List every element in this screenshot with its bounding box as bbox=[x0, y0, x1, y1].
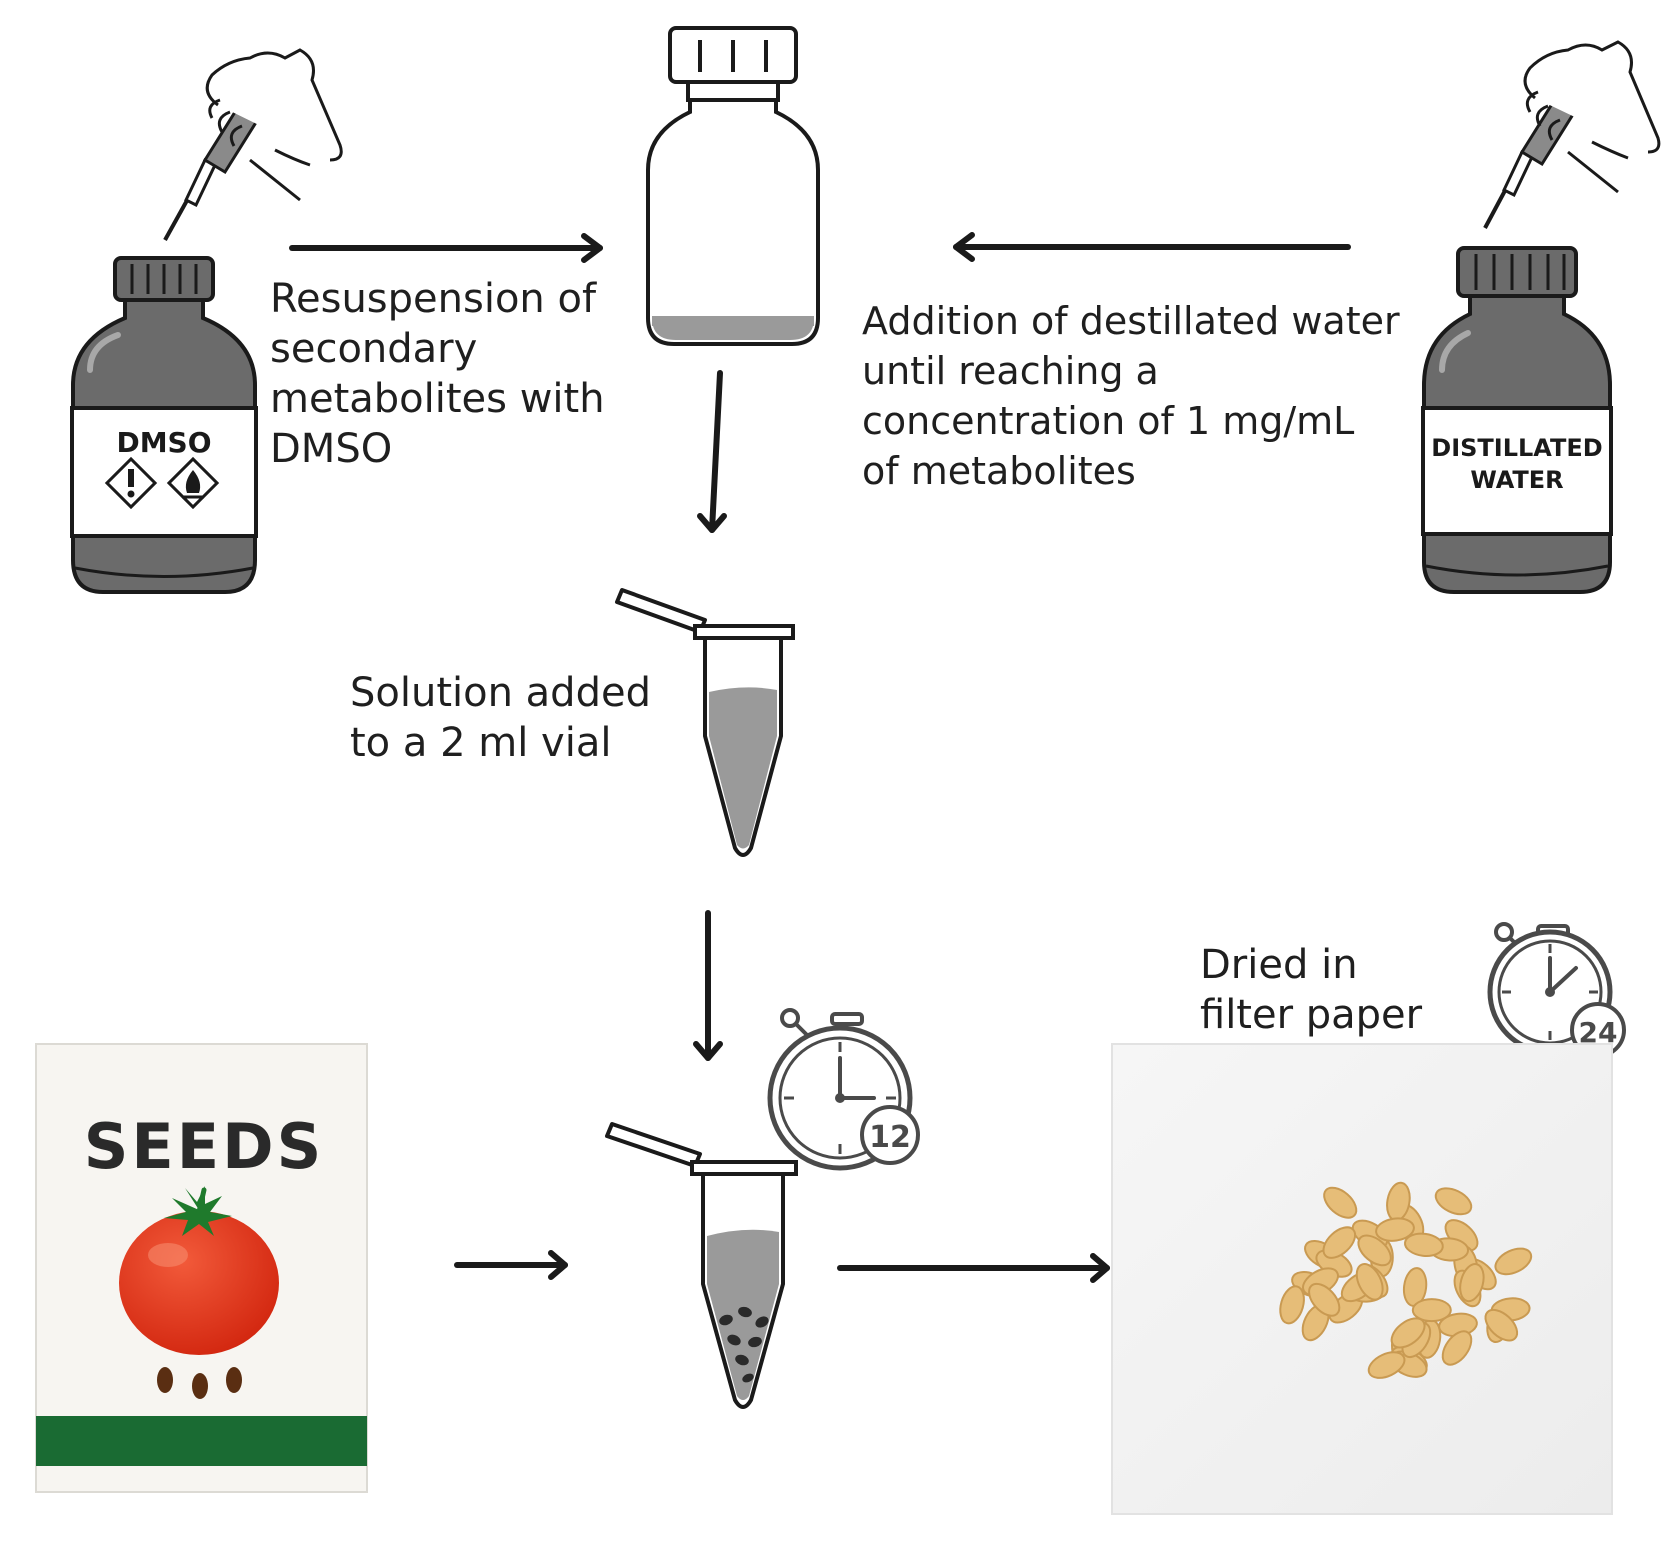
arrow-seeds-to-soak bbox=[454, 1250, 568, 1280]
hazard-exclamation-icon bbox=[104, 456, 158, 510]
dried-seed bbox=[1441, 1330, 1473, 1366]
dried-seed bbox=[1308, 1282, 1341, 1317]
arrow-bottle-to-vial bbox=[697, 370, 727, 533]
arrow-soak-to-paper bbox=[837, 1253, 1110, 1283]
dried-seed bbox=[1484, 1308, 1519, 1342]
water-pipette-hand bbox=[1483, 40, 1661, 229]
packet-seed-drops bbox=[157, 1367, 242, 1399]
dried-seed bbox=[1367, 1351, 1406, 1379]
dried-seed bbox=[1323, 1186, 1358, 1219]
dried-seed bbox=[1375, 1217, 1415, 1242]
caption-line: concentration of 1 mg/mL bbox=[862, 399, 1355, 443]
caption-line: to a 2 ml vial bbox=[350, 720, 612, 766]
water-label-line1: DISTILLATED bbox=[1431, 434, 1602, 462]
dried-seed bbox=[1459, 1263, 1485, 1303]
caption-line: Resuspension of bbox=[270, 276, 597, 322]
dmso-label: DMSO bbox=[116, 426, 211, 459]
soaking-seeds bbox=[719, 1306, 769, 1383]
caption-line: of metabolites bbox=[862, 449, 1136, 493]
dried-seed bbox=[1390, 1317, 1426, 1349]
caption-line: Dried in bbox=[1200, 942, 1358, 988]
microtube-solution bbox=[615, 588, 795, 857]
caption-line: filter paper bbox=[1200, 992, 1423, 1038]
tomato-icon bbox=[119, 1186, 279, 1355]
seed-packet-title: SEEDS bbox=[84, 1110, 324, 1183]
caption-line: until reaching a bbox=[862, 349, 1159, 393]
dried-seed bbox=[1322, 1226, 1357, 1259]
dried-seed bbox=[1402, 1267, 1428, 1307]
dried-seed bbox=[1403, 1232, 1444, 1257]
dmso-pipette-hand bbox=[163, 48, 343, 241]
caption-line: secondary bbox=[270, 326, 478, 372]
dried-seed bbox=[1357, 1234, 1392, 1267]
caption-line: metabolites with bbox=[270, 376, 605, 422]
dried-seed bbox=[1355, 1263, 1384, 1301]
dried-seed bbox=[1279, 1285, 1305, 1325]
stopwatch-12-icon: 12 bbox=[767, 1008, 920, 1171]
microtube-seeds bbox=[605, 1122, 798, 1409]
hazard-flame-icon bbox=[166, 456, 220, 510]
arrow-water-to-bottle bbox=[953, 232, 1351, 262]
caption-resuspension: Resuspension of secondary metabolites wi… bbox=[270, 274, 605, 474]
filter-paper bbox=[1111, 1043, 1613, 1515]
water-bottle: DISTILLATED WATER bbox=[1421, 246, 1613, 594]
stopwatch-24-icon: 24 bbox=[1487, 922, 1626, 1058]
dried-seed bbox=[1411, 1298, 1452, 1323]
caption-solution: Solution added to a 2 ml vial bbox=[350, 668, 651, 768]
dmso-bottle: DMSO bbox=[70, 256, 258, 594]
caption-line: Solution added bbox=[350, 670, 651, 716]
flow-arrows bbox=[289, 232, 1351, 1283]
mixing-bottle bbox=[646, 26, 820, 346]
water-label-line2: WATER bbox=[1470, 466, 1563, 494]
dried-seeds bbox=[1279, 1181, 1533, 1379]
seed-packet: SEEDS bbox=[35, 1043, 368, 1493]
timer-12-label: 12 bbox=[869, 1120, 911, 1155]
caption-line: Addition of destillated water bbox=[862, 299, 1400, 343]
caption-addition: Addition of destillated water until reac… bbox=[862, 296, 1400, 496]
arrow-vial-to-soak bbox=[693, 910, 723, 1061]
arrow-dmso-to-bottle bbox=[289, 233, 603, 263]
dried-seed bbox=[1494, 1247, 1533, 1276]
dried-seed bbox=[1434, 1187, 1473, 1216]
caption-line: DMSO bbox=[270, 426, 393, 472]
caption-dried: Dried in filter paper bbox=[1200, 940, 1422, 1040]
